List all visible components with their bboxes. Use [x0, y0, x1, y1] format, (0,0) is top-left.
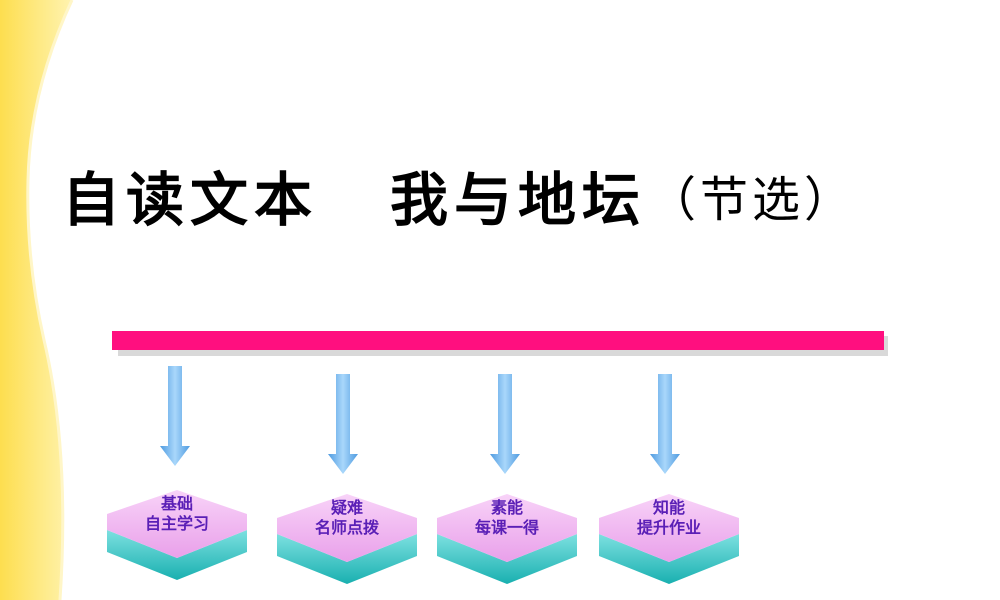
page-title: 自读文本 我与地坛 （节选） — [62, 150, 962, 240]
nav-item-label: 疑难 名师点拨 — [272, 490, 422, 546]
nav-item-competence-lesson[interactable]: 素能 每课一得 — [432, 490, 582, 586]
nav-item-line2: 名师点拨 — [314, 518, 379, 537]
nav-item-label: 知能 提升作业 — [594, 490, 744, 546]
arrow-down-icon — [160, 366, 190, 466]
isometric-tile-icon — [599, 494, 739, 584]
nav-item-line1: 知能 — [652, 498, 685, 517]
isometric-tile-icon — [277, 494, 417, 584]
divider-bar — [112, 331, 884, 350]
nav-item-line1: 基础 — [160, 494, 193, 513]
nav-item-line2: 每课一得 — [474, 518, 539, 537]
title-paren-text: （节选） — [648, 172, 857, 228]
isometric-tile-icon — [107, 490, 247, 580]
nav-item-line2: 自主学习 — [144, 514, 209, 533]
arrow-down-icon — [650, 374, 680, 474]
nav-item-line1: 疑难 — [330, 498, 363, 517]
isometric-tile-icon — [437, 494, 577, 584]
nav-item-label: 素能 每课一得 — [432, 490, 582, 546]
nav-item-line2: 提升作业 — [636, 518, 701, 537]
nav-item-improvement-homework[interactable]: 知能 提升作业 — [594, 490, 744, 586]
arrow-down-icon — [490, 374, 520, 474]
nav-item-basic-self-study[interactable]: 基础 自主学习 — [102, 486, 252, 582]
title-main-text: 自读文本 — [62, 166, 319, 234]
title-sub-text: 我与地坛 — [390, 166, 647, 234]
arrow-down-icon — [328, 374, 358, 474]
nav-item-label: 基础 自主学习 — [102, 486, 252, 542]
nav-item-difficulty-guidance[interactable]: 疑难 名师点拨 — [272, 490, 422, 586]
nav-item-line1: 素能 — [490, 498, 523, 517]
